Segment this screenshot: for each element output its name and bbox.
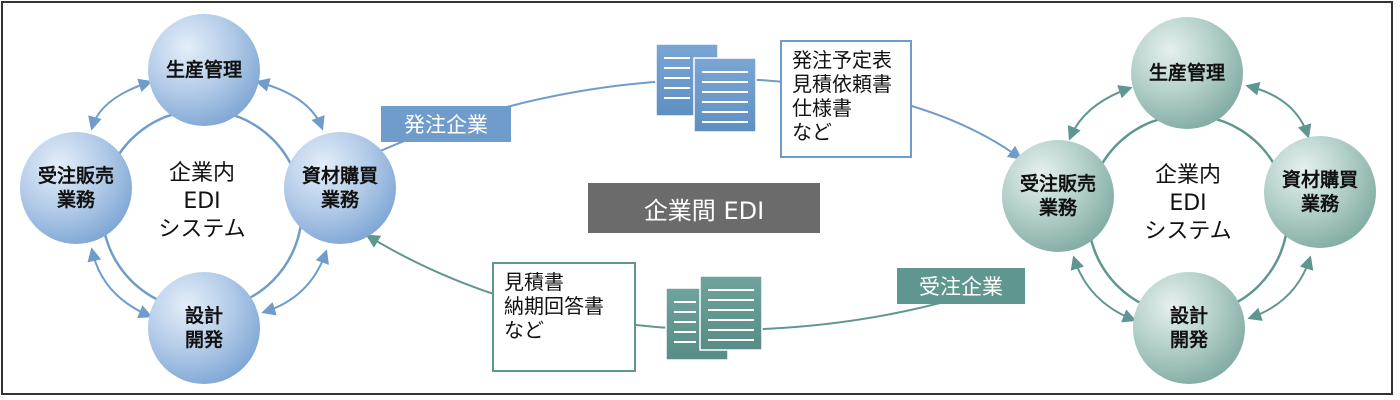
incoming-documents-box: 見積書 納期回答書 など [492, 262, 636, 372]
right-node-design: 設計 開発 [1133, 272, 1245, 384]
left-internal-edi-label: 企業内 EDI システム [158, 161, 246, 242]
left-node-design: 設計 開発 [148, 272, 260, 384]
left-arrow-bottom-right [261, 249, 329, 316]
right-internal-edi-label: 企業内 EDI システム [1144, 163, 1232, 244]
right-arrow-bottom-right [1247, 255, 1314, 321]
diagram-frame [1, 1, 1393, 395]
outgoing-documents-box: 発注予定表 見積依頼書 仕様書 など [780, 40, 912, 158]
left-node-production: 生産管理 [148, 14, 260, 126]
receiving-company-tag: 受注企業 [897, 268, 1025, 304]
left-node-sales: 受注販売 業務 [20, 132, 132, 244]
left-arrow-bottom-left [87, 247, 153, 319]
right-node-sales: 受注販売 業務 [1002, 140, 1114, 252]
right-arrow-top-right [1245, 81, 1312, 139]
inter-company-edi-label: 企業間 EDI [588, 183, 820, 233]
left-arrow-top-right [255, 78, 325, 131]
right-node-production: 生産管理 [1131, 17, 1243, 129]
right-arrow-top-left [1067, 85, 1133, 141]
right-arrow-bottom-left [1070, 255, 1137, 323]
document-stack-icon [665, 275, 763, 361]
right-node-procurement: 資材購買 業務 [1264, 136, 1376, 248]
ordering-company-tag: 発注企業 [381, 106, 511, 142]
left-arrow-top-left [88, 78, 153, 131]
document-stack-icon [655, 43, 757, 133]
left-node-procurement: 資材購買 業務 [284, 132, 396, 244]
